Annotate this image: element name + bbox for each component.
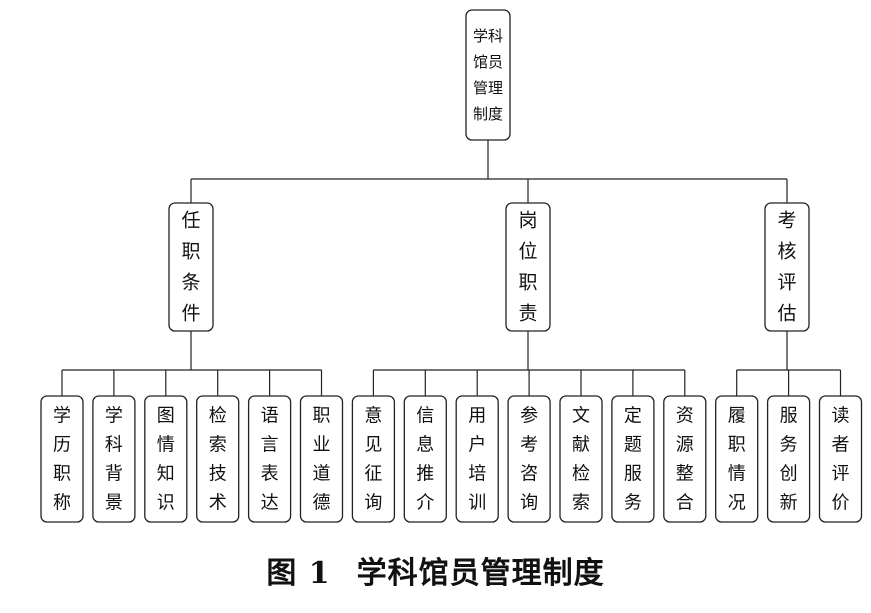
node-label: 考核评估 bbox=[777, 210, 796, 325]
node-box bbox=[40, 395, 84, 523]
node-label: 任职条件 bbox=[181, 210, 200, 325]
node-label: 检索技术 bbox=[209, 405, 227, 513]
node-box bbox=[247, 395, 292, 523]
node-box bbox=[465, 9, 511, 141]
node-box bbox=[715, 395, 759, 523]
node-box bbox=[403, 395, 447, 523]
node-label: 语言表达 bbox=[261, 405, 279, 513]
node-label: 资源整合 bbox=[676, 405, 694, 513]
leaf-node-1-4: 文献检索 bbox=[559, 395, 603, 523]
connector-lines bbox=[61, 140, 842, 396]
node-label: 履职情况 bbox=[728, 405, 746, 513]
node-label: 学历职称 bbox=[53, 405, 71, 513]
leaf-node-0-3: 检索技术 bbox=[196, 395, 240, 523]
node-box bbox=[559, 395, 603, 523]
node-box bbox=[168, 202, 214, 332]
node-label: 岗位职责 bbox=[518, 210, 537, 325]
leaf-node-0-5: 职业道德 bbox=[299, 395, 344, 523]
category-node-0: 任职条件 bbox=[168, 202, 214, 332]
category-node-1: 岗位职责 bbox=[505, 202, 551, 332]
node-box bbox=[505, 202, 551, 332]
category-node-2: 考核评估 bbox=[764, 202, 810, 332]
figure-title: 学科馆员管理制度 bbox=[356, 556, 605, 591]
node-label: 职业道德 bbox=[313, 405, 331, 513]
node-box bbox=[766, 395, 811, 523]
node-label: 读者评价 bbox=[832, 405, 850, 513]
leaf-node-1-6: 资源整合 bbox=[663, 395, 707, 523]
figure-number: 图 1 bbox=[266, 556, 331, 591]
leaf-node-1-1: 信息推介 bbox=[403, 395, 447, 523]
node-label: 意见征询 bbox=[364, 405, 382, 513]
node-box bbox=[351, 395, 396, 523]
leaf-node-0-4: 语言表达 bbox=[247, 395, 292, 523]
figure-caption: 图 1 学科馆员管理制度 bbox=[0, 548, 871, 592]
leaf-node-1-0: 意见征询 bbox=[351, 395, 396, 523]
node-box bbox=[299, 395, 344, 523]
leaf-node-1-3: 参考咨询 bbox=[507, 395, 551, 523]
leaf-node-1-2: 用户培训 bbox=[455, 395, 499, 523]
node-label: 信息推介 bbox=[416, 405, 434, 513]
leaf-node-0-0: 学历职称 bbox=[40, 395, 84, 523]
node-box bbox=[663, 395, 707, 523]
node-box bbox=[144, 395, 188, 523]
node-box bbox=[764, 202, 810, 332]
node-box bbox=[507, 395, 551, 523]
leaf-node-1-5: 定题服务 bbox=[611, 395, 655, 523]
leaf-node-2-2: 读者评价 bbox=[818, 395, 863, 523]
node-label: 定题服务 bbox=[624, 405, 642, 513]
node-box bbox=[818, 395, 863, 523]
root-node: 学科馆员管理制度 bbox=[465, 9, 511, 141]
node-label: 用户培训 bbox=[468, 405, 486, 513]
node-label: 服务创新 bbox=[780, 405, 798, 513]
node-label: 参考咨询 bbox=[520, 405, 538, 513]
leaf-node-2-1: 服务创新 bbox=[766, 395, 811, 523]
node-box bbox=[455, 395, 499, 523]
node-label: 学科馆员管理制度 bbox=[473, 27, 503, 123]
leaf-node-0-2: 图情知识 bbox=[144, 395, 188, 523]
node-box bbox=[611, 395, 655, 523]
node-label: 图情知识 bbox=[157, 405, 175, 513]
node-label: 文献检索 bbox=[572, 405, 590, 513]
node-box bbox=[92, 395, 136, 523]
node-box bbox=[196, 395, 240, 523]
node-label: 学科背景 bbox=[105, 405, 123, 513]
leaf-node-0-1: 学科背景 bbox=[92, 395, 136, 523]
leaf-node-2-0: 履职情况 bbox=[715, 395, 759, 523]
